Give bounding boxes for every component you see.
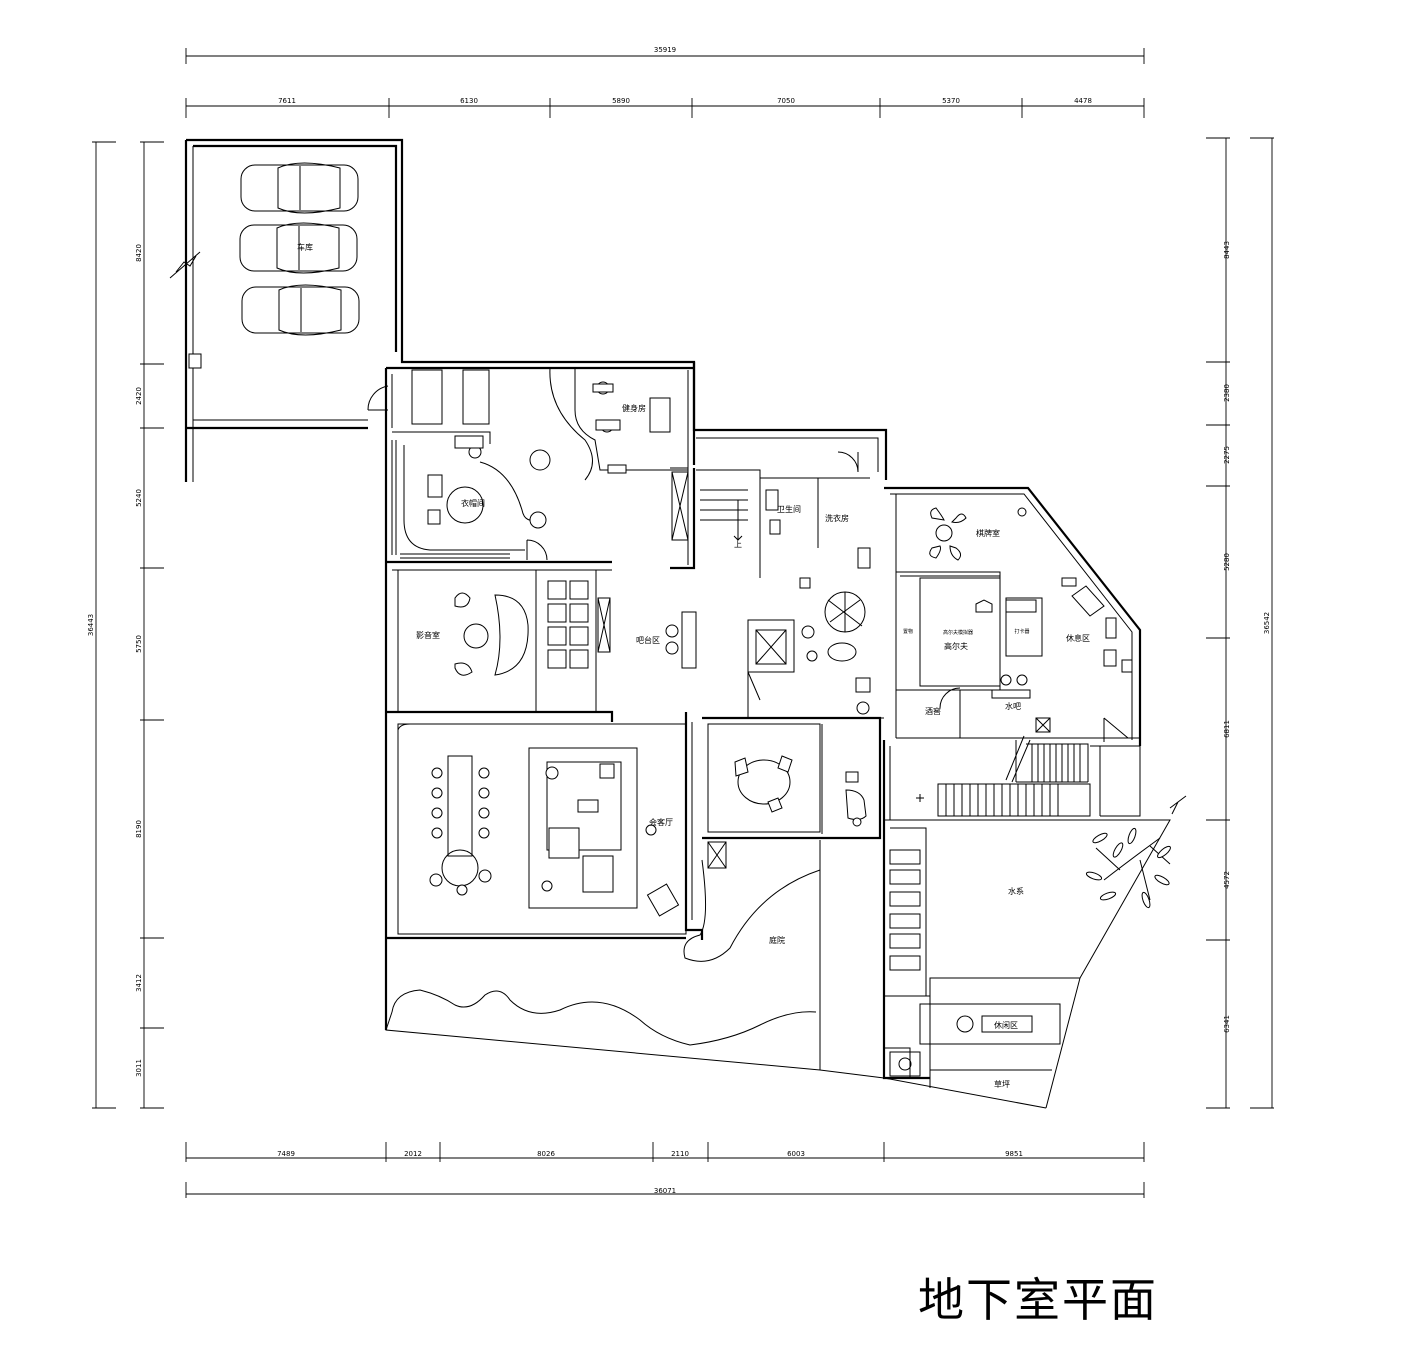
dim-bottom-5: 6003: [787, 1150, 805, 1158]
dim-top-2: 6130: [460, 97, 478, 105]
plan-title: 地下室平面: [918, 1273, 1158, 1327]
leisure-label: 休闲区: [994, 1020, 1018, 1030]
dim-bottom-2: 2012: [404, 1150, 422, 1158]
dim-bottom-1: 7489: [277, 1150, 295, 1158]
dim-right-4: 5280: [1223, 553, 1231, 571]
courtyard-area: 庭院: [385, 840, 821, 1071]
dim-left-7: 3011: [135, 1059, 143, 1077]
cinema-label: 影音室: [416, 630, 440, 640]
main-walls: 健身房 衣帽间 影音室: [384, 362, 888, 1030]
service-core: 上 卫生间 洗衣房: [696, 451, 884, 719]
water-bar-label: 水吧: [1005, 701, 1021, 711]
dim-left-4: 5750: [135, 635, 143, 653]
dim-left-2: 2420: [135, 387, 143, 405]
dim-left-total: 36443: [87, 614, 95, 636]
golf-label: 高尔夫: [944, 641, 968, 651]
gym-label: 健身房: [622, 403, 646, 413]
stair-up-label: 上: [734, 540, 742, 549]
dim-left-1: 8420: [135, 244, 143, 262]
east-wing: 棋牌室 高尔夫 高尔夫模拟器 置物 打卡器 休息区 酒窖 水吧: [884, 486, 1142, 746]
bathroom-label: 卫生间: [777, 504, 801, 514]
gym-equipment: [592, 381, 627, 474]
dim-left-3: 5240: [135, 489, 143, 507]
dim-left-5: 8190: [135, 820, 143, 838]
golf-side-label: 置物: [903, 628, 913, 635]
water-area: 水系: [884, 795, 1187, 997]
rest-label: 休息区: [1066, 633, 1090, 643]
sink-note-label: 打卡器: [1014, 628, 1029, 635]
chess-table: [929, 507, 967, 561]
car-2: [239, 222, 358, 274]
dimension-lines: [92, 48, 1274, 1198]
chess-label: 棋牌室: [976, 528, 1000, 538]
car-3: [241, 284, 360, 336]
tea-table: [429, 755, 492, 896]
closet-label: 衣帽间: [461, 498, 485, 508]
golf-note-label: 高尔夫模拟器: [943, 629, 973, 636]
dim-right-2: 2380: [1223, 384, 1231, 402]
dim-right-6: 4572: [1223, 871, 1231, 889]
dim-top-1: 7611: [278, 97, 296, 105]
dim-top-6: 4478: [1074, 97, 1092, 105]
courtyard-label: 庭院: [769, 935, 785, 945]
dim-top-3: 5890: [612, 97, 630, 105]
dim-top-total: 35919: [654, 46, 676, 54]
cinema-furniture: [454, 580, 611, 676]
dim-left-6: 3412: [135, 974, 143, 992]
dim-right-5: 6811: [1223, 720, 1231, 738]
dim-right-1: 8443: [1223, 241, 1231, 259]
water-label: 水系: [1008, 886, 1024, 896]
study-area: 书房: [702, 716, 882, 869]
cellar-label: 酒窖: [925, 706, 941, 716]
dim-bottom-6: 9851: [1005, 1150, 1023, 1158]
car-1: [240, 162, 359, 214]
dim-bottom-4: 2110: [671, 1150, 689, 1158]
bar-label: 吧台区: [636, 635, 660, 645]
dim-bottom-3: 8026: [537, 1150, 555, 1158]
lawn-label: 草坪: [994, 1079, 1010, 1089]
dim-top-5: 5370: [942, 97, 960, 105]
dim-right-7: 6341: [1223, 1015, 1231, 1033]
leisure-area: 休闲区 草坪: [819, 977, 1081, 1109]
dim-top-4: 7050: [777, 97, 795, 105]
garage-label: 车库: [297, 242, 313, 252]
dim-bottom-total: 36071: [654, 1187, 676, 1195]
garage-area: 车库: [169, 138, 696, 482]
dimension-labels: 35919 7611 6130 5890 7050 5370 4478 7489…: [87, 46, 1271, 1195]
tree-icon: [1085, 827, 1171, 909]
laundry-label: 洗衣房: [825, 513, 849, 523]
dim-right-total: 36542: [1263, 612, 1271, 634]
reception-label: 会客厅: [649, 817, 673, 827]
dim-right-3: 2275: [1223, 446, 1231, 464]
